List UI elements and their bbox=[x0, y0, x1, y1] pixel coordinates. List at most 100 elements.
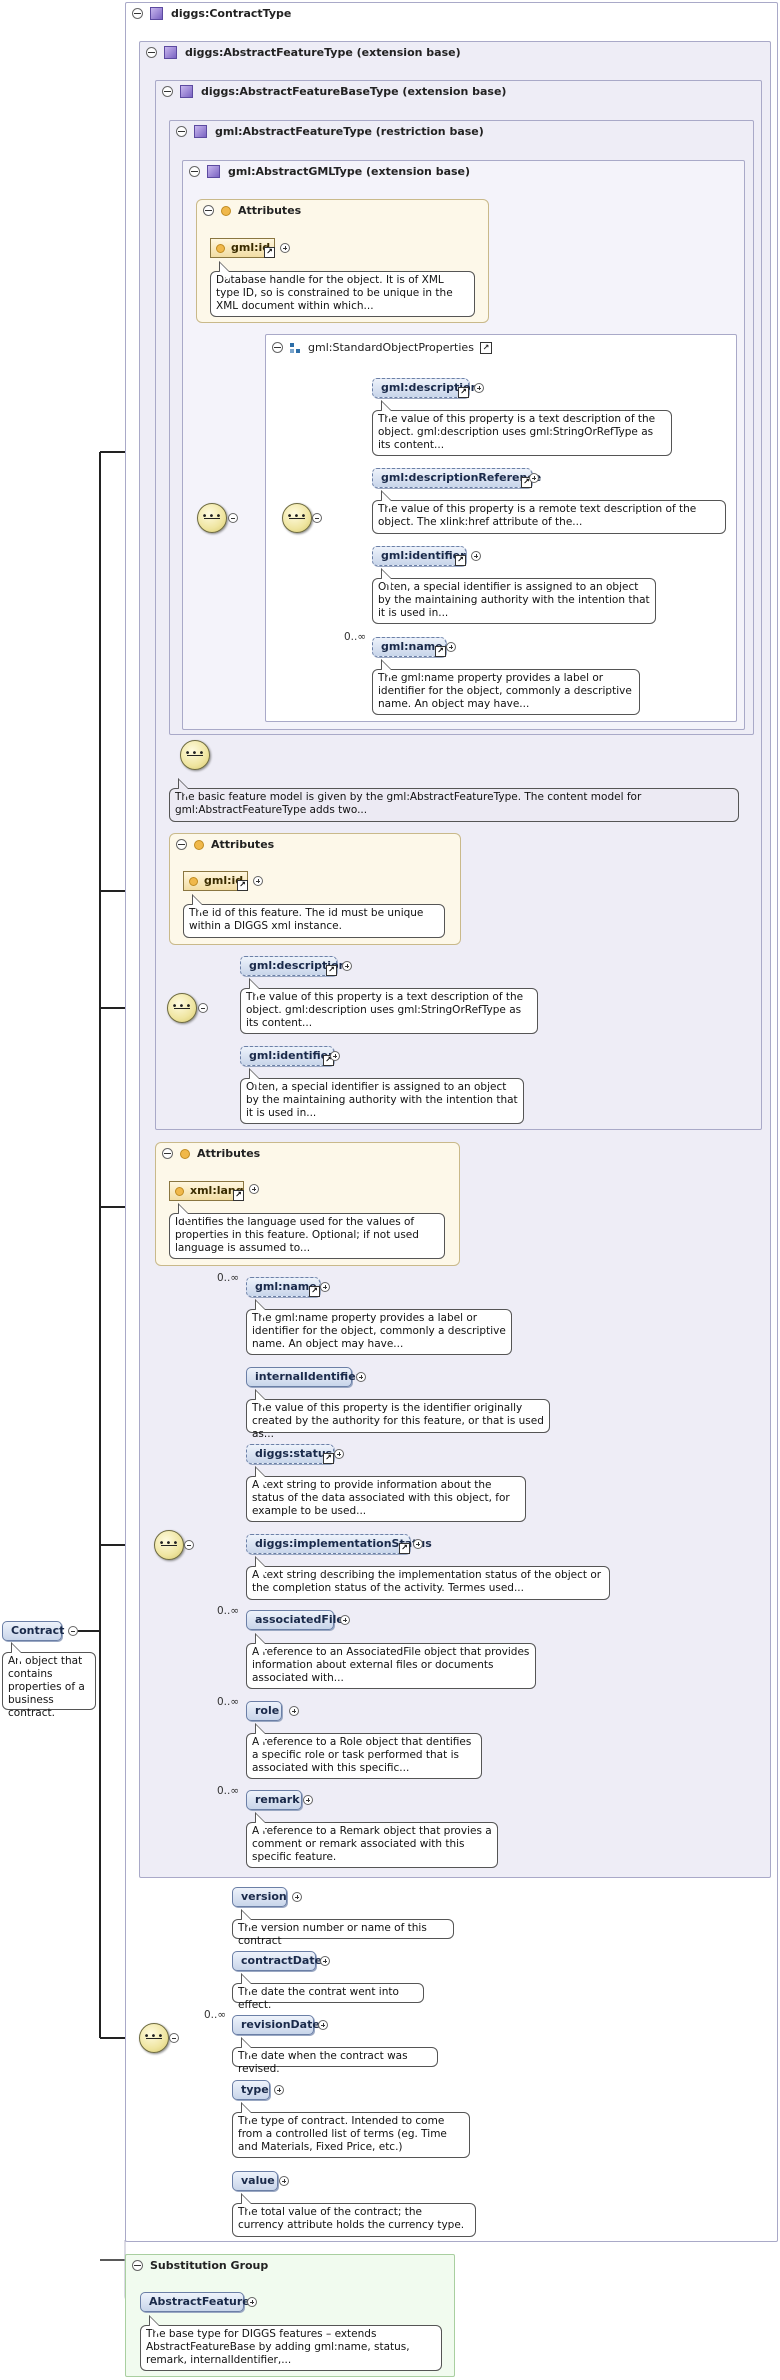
gml-name-element[interactable]: gml:name↗ bbox=[372, 637, 446, 657]
expand-icon[interactable] bbox=[279, 2176, 289, 2186]
gml-name-element[interactable]: gml:name↗ bbox=[246, 1277, 320, 1297]
expand-icon[interactable] bbox=[413, 1539, 423, 1549]
reference-icon: ↗ bbox=[435, 646, 446, 657]
expand-icon[interactable] bbox=[342, 961, 352, 971]
expand-icon[interactable] bbox=[280, 243, 290, 253]
type-doc: The type of contract. Intended to come f… bbox=[232, 2112, 470, 2158]
expand-icon[interactable] bbox=[253, 876, 263, 886]
gml-abstract-gml-type-title: gml:AbstractGMLType (extension base) bbox=[228, 165, 471, 178]
revision-date-element[interactable]: revisionDate bbox=[232, 2015, 320, 2035]
diggs-status-element[interactable]: diggs:status↗ bbox=[246, 1444, 334, 1464]
expand-icon[interactable] bbox=[334, 1449, 344, 1459]
collapse-icon[interactable] bbox=[146, 47, 157, 58]
expand-icon[interactable] bbox=[474, 383, 484, 393]
expand-icon[interactable] bbox=[471, 551, 481, 561]
base-gml-description-element[interactable]: gml:description↗ bbox=[240, 956, 346, 976]
abstract-feature-element[interactable]: AbstractFeature bbox=[140, 2292, 250, 2312]
base-gml-id-attribute[interactable]: gml:id↗ bbox=[183, 871, 248, 891]
expand-icon[interactable] bbox=[356, 1372, 366, 1382]
expand-icon[interactable] bbox=[529, 473, 539, 483]
version-element[interactable]: version bbox=[232, 1887, 287, 1907]
internal-identifier-element[interactable]: internalIdentifier bbox=[246, 1367, 361, 1387]
internal-identifier-doc: The value of this property is the identi… bbox=[246, 1399, 550, 1440]
reference-icon: ↗ bbox=[479, 341, 492, 354]
expand-icon[interactable] bbox=[340, 1615, 350, 1625]
abstract-feature-doc: The base type for DIGGS features – exten… bbox=[140, 2325, 442, 2371]
collapse-icon[interactable] bbox=[272, 342, 283, 353]
expand-icon[interactable] bbox=[320, 1956, 330, 1966]
expand-icon[interactable] bbox=[289, 1706, 299, 1716]
contract-date-element[interactable]: contractDate bbox=[232, 1951, 322, 1971]
expand-icon[interactable] bbox=[320, 1282, 330, 1292]
element-label: contractDate bbox=[241, 1954, 323, 1967]
gml-identifier-element[interactable]: gml:identifier↗ bbox=[372, 546, 466, 566]
collapse-icon[interactable] bbox=[68, 1626, 78, 1636]
expand-icon[interactable] bbox=[330, 1051, 340, 1061]
collapse-icon[interactable] bbox=[132, 8, 143, 19]
collapse-icon[interactable] bbox=[132, 2260, 143, 2271]
abstract-feature-type-title: diggs:AbstractFeatureType (extension bas… bbox=[185, 46, 461, 59]
collapse-icon[interactable] bbox=[312, 513, 322, 523]
reference-icon: ↗ bbox=[237, 880, 248, 891]
expand-icon[interactable] bbox=[292, 1892, 302, 1902]
sequence-compositor-icon[interactable] bbox=[167, 993, 197, 1023]
revision-date-doc: The date when the contract was revised. bbox=[232, 2047, 438, 2075]
element-label: gml:description bbox=[381, 381, 479, 394]
sequence-compositor-icon[interactable] bbox=[282, 503, 312, 533]
diggs-implementation-status-element[interactable]: diggs:implementationStatus↗ bbox=[246, 1534, 432, 1554]
collapse-icon[interactable] bbox=[176, 126, 187, 137]
expand-icon[interactable] bbox=[249, 1184, 259, 1194]
associated-file-element[interactable]: associatedFile bbox=[246, 1610, 344, 1630]
element-label: Contract bbox=[11, 1624, 65, 1637]
reference-icon: ↗ bbox=[458, 387, 469, 398]
role-element[interactable]: role bbox=[246, 1701, 282, 1721]
collapse-icon[interactable] bbox=[162, 1148, 173, 1159]
xml-lang-attribute[interactable]: xml:lang↗ bbox=[169, 1181, 244, 1201]
expand-icon[interactable] bbox=[446, 642, 456, 652]
expand-icon[interactable] bbox=[318, 2020, 328, 2030]
base-gml-identifier-element[interactable]: gml:identifier↗ bbox=[240, 1046, 334, 1066]
type-element[interactable]: type bbox=[232, 2080, 270, 2100]
sequence-compositor-icon[interactable] bbox=[139, 2023, 169, 2053]
sequence-compositor-icon[interactable] bbox=[197, 503, 227, 533]
reference-icon: ↗ bbox=[455, 555, 466, 566]
collapse-icon[interactable] bbox=[176, 839, 187, 850]
collapse-icon[interactable] bbox=[169, 2033, 179, 2043]
collapse-icon[interactable] bbox=[228, 513, 238, 523]
feature-model-doc: The basic feature model is given by the … bbox=[169, 788, 739, 822]
cardinality-label: 0..∞ bbox=[217, 1696, 240, 1708]
sequence-compositor-icon[interactable] bbox=[154, 1530, 184, 1560]
collapse-icon[interactable] bbox=[198, 1003, 208, 1013]
reference-icon: ↗ bbox=[323, 1453, 334, 1464]
base-gml-id-doc: The id of this feature. The id must be u… bbox=[183, 904, 445, 938]
remark-element[interactable]: remark bbox=[246, 1790, 302, 1810]
collapse-icon[interactable] bbox=[189, 166, 200, 177]
collapse-icon[interactable] bbox=[162, 86, 173, 97]
element-label: gml:identifier bbox=[381, 549, 466, 562]
collapse-icon[interactable] bbox=[184, 1540, 194, 1550]
complex-type-icon bbox=[180, 85, 193, 98]
diggs-status-doc: A text string to provide information abo… bbox=[246, 1476, 526, 1522]
element-label: diggs:implementationStatus bbox=[255, 1537, 432, 1550]
expand-icon[interactable] bbox=[303, 1795, 313, 1805]
attribute-icon bbox=[180, 1148, 190, 1159]
gml-description-element[interactable]: gml:description↗ bbox=[372, 378, 478, 398]
expand-icon[interactable] bbox=[247, 2297, 257, 2307]
collapse-icon[interactable] bbox=[203, 205, 214, 216]
attributes-label: Attributes bbox=[211, 838, 275, 851]
gml-name-doc: The gml:name property provides a label o… bbox=[372, 669, 640, 715]
cardinality-label: 0..∞ bbox=[204, 2009, 227, 2021]
sequence-compositor-icon[interactable] bbox=[180, 740, 210, 770]
gml-id-attribute[interactable]: gml:id↗ bbox=[210, 238, 275, 258]
element-label: AbstractFeature bbox=[149, 2295, 250, 2308]
gml-description-reference-element[interactable]: gml:descriptionReference↗ bbox=[372, 468, 541, 488]
contract-type-title: diggs:ContractType bbox=[171, 7, 292, 20]
attributes-label: Attributes bbox=[197, 1147, 261, 1160]
contract-root-element[interactable]: Contract bbox=[2, 1621, 65, 1641]
remark-doc: A reference to a Remark object that prov… bbox=[246, 1822, 498, 1868]
element-label: internalIdentifier bbox=[255, 1370, 362, 1383]
gml-abstract-feature-type-title: gml:AbstractFeatureType (restriction bas… bbox=[215, 125, 484, 138]
expand-icon[interactable] bbox=[274, 2085, 284, 2095]
attribute-label: gml:id bbox=[204, 874, 244, 887]
value-element[interactable]: value bbox=[232, 2171, 278, 2191]
